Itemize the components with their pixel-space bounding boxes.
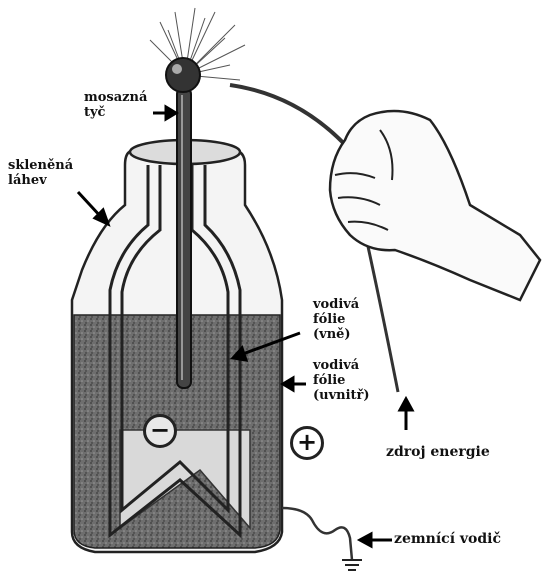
negative-charge-sign: −	[143, 414, 177, 448]
label-inner-foil: vodivá fólie (uvnitř)	[313, 358, 370, 403]
rod-ball-highlight	[172, 64, 182, 74]
rod-ball	[166, 58, 200, 92]
ground-wire	[282, 508, 352, 560]
label-brass-rod: mosazná tyč	[84, 90, 147, 120]
brass-rod	[177, 88, 191, 388]
hand	[330, 111, 540, 300]
ground-symbol	[342, 560, 362, 570]
positive-charge-sign: +	[290, 426, 324, 460]
label-energy-source: zdroj energie	[386, 445, 490, 460]
charging-wire	[230, 85, 350, 150]
label-ground-wire: zemnící vodič	[394, 532, 501, 547]
label-glass-bottle: skleněná láhev	[8, 158, 73, 188]
label-outer-foil: vodivá fólie (vně)	[313, 297, 359, 342]
